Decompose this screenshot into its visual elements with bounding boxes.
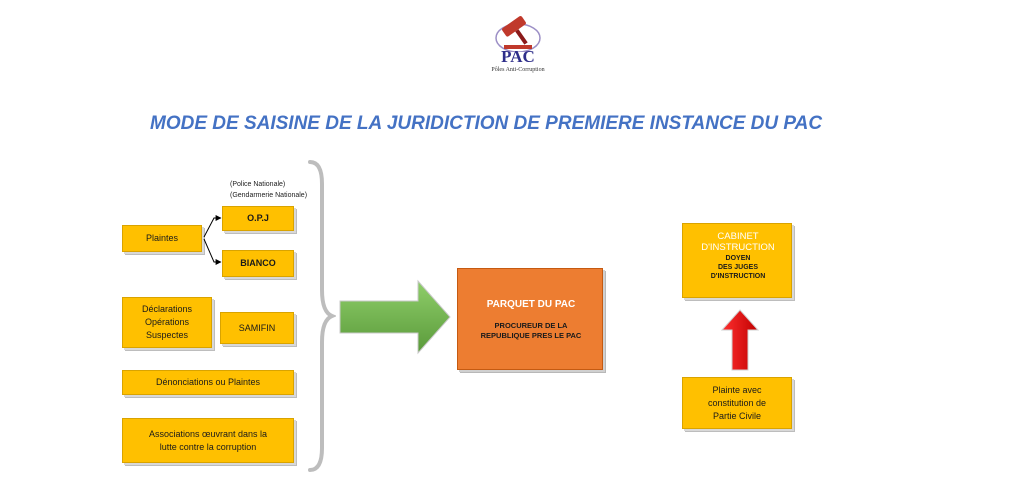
- declarations-line-3: Suspectes: [145, 330, 189, 340]
- associations-line-2: lutte contre la corruption: [159, 441, 257, 452]
- curly-brace: [308, 160, 336, 472]
- branch-arrows: [203, 215, 222, 265]
- cabinet-line-1: CABINET: [717, 231, 759, 242]
- parquet-sub-2: REPUBLIQUE PRES LE PAC: [480, 331, 582, 340]
- cabinet-line-5: D'INSTRUCTION: [710, 273, 766, 280]
- declarations-line-2: Opérations: [144, 317, 190, 327]
- red-arrow: [720, 309, 760, 371]
- parquet-title: PARQUET DU PAC: [486, 299, 576, 310]
- green-arrow: [339, 279, 451, 355]
- declarations-box: Déclarations Opérations Suspectes: [122, 297, 212, 348]
- plaintes-box: Plaintes: [122, 225, 202, 252]
- cabinet-line-4: DES JUGES: [717, 264, 759, 271]
- opj-box: O.P.J: [222, 206, 294, 231]
- bianco-box: BIANCO: [222, 250, 294, 277]
- logo-text: PAC: [501, 47, 535, 66]
- parquet-box: PARQUET DU PAC PROCUREUR DE LA REPUBLIQU…: [457, 268, 603, 370]
- declarations-line-1: Déclarations: [141, 304, 193, 314]
- denonciations-box: Dénonciations ou Plaintes: [122, 370, 294, 395]
- police-note-2: (Gendarmerie Nationale): [230, 192, 308, 199]
- plainte-line-3: Partie Civile: [712, 410, 761, 421]
- cabinet-line-2: D'INSTRUCTION: [701, 242, 775, 253]
- plainte-box: Plainte avec constitution de Partie Civi…: [682, 377, 792, 429]
- pac-logo: PAC Pôles Anti-Corruption: [470, 12, 566, 76]
- cabinet-line-3: DOYEN: [725, 255, 751, 262]
- gavel-icon: [495, 16, 541, 52]
- samifin-box: SAMIFIN: [220, 312, 294, 344]
- plainte-line-1: Plainte avec: [712, 384, 762, 395]
- associations-line-1: Associations œuvrant dans la: [148, 428, 268, 439]
- page-title: MODE DE SAISINE DE LA JURIDICTION DE PRE…: [150, 113, 823, 134]
- parquet-sub-1: PROCUREUR DE LA: [494, 321, 568, 330]
- cabinet-box: CABINET D'INSTRUCTION DOYEN DES JUGES D'…: [682, 223, 792, 298]
- police-note-1: (Police Nationale): [230, 181, 286, 188]
- plainte-line-2: constitution de: [707, 397, 767, 408]
- logo-subtitle: Pôles Anti-Corruption: [491, 67, 545, 73]
- associations-box: Associations œuvrant dans la lutte contr…: [122, 418, 294, 463]
